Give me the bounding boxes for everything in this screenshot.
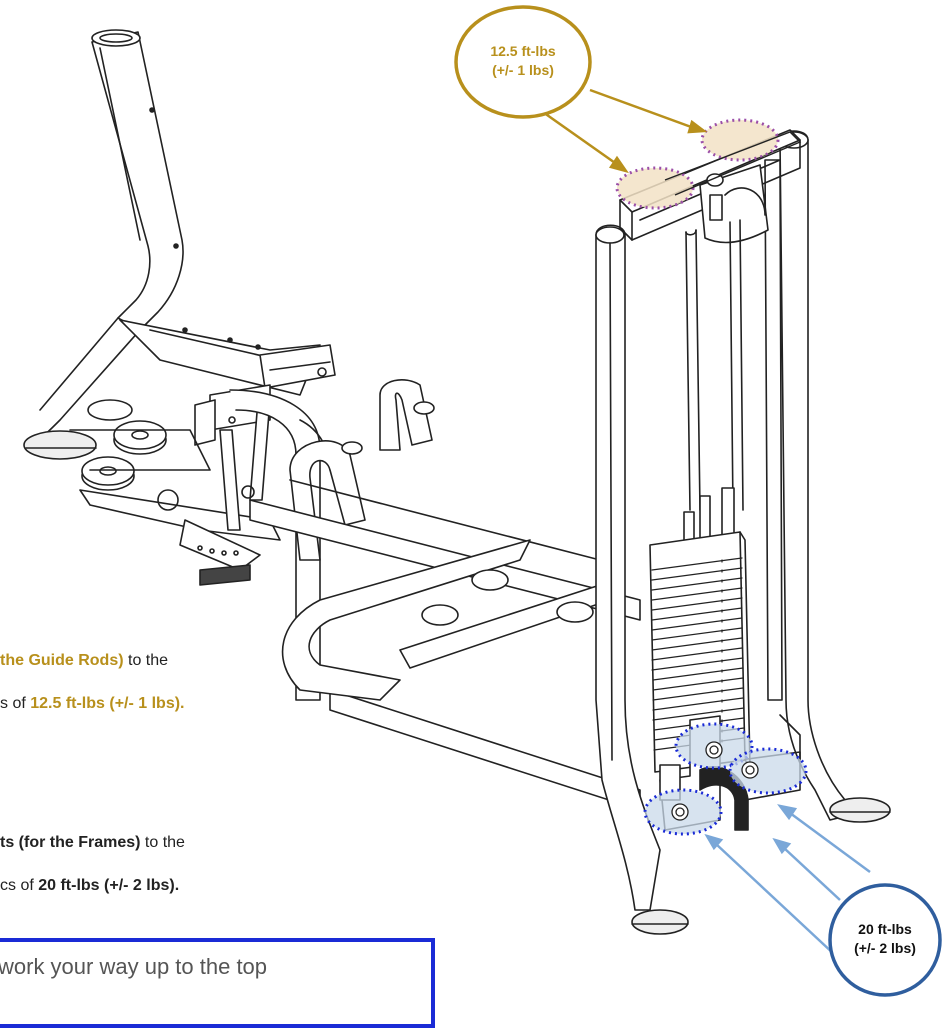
step2-torque-value: 20 ft-lbs (+/- 2 lbs). <box>38 877 180 894</box>
bottom-callout-line2: (+/- 2 lbs) <box>854 940 916 956</box>
left-upright-post <box>91 29 184 331</box>
note-box <box>0 938 435 1028</box>
top-callout-bubble <box>454 5 592 119</box>
step1-line2-prefix: s of <box>0 695 31 712</box>
bottom-callout-line1: 20 ft-lbs <box>858 921 912 937</box>
step1-highlight: the Guide Rods) <box>0 652 124 669</box>
left-pulleys <box>69 399 211 491</box>
top-callout-label: 12.5 ft-lbs (+/- 1 lbs) <box>470 42 576 80</box>
top-callout-line2: (+/- 1 lbs) <box>492 62 554 78</box>
guide-rods <box>685 219 744 511</box>
step1-line2: s of 12.5 ft-lbs (+/- 1 lbs). <box>0 695 185 713</box>
bottom-callout-bubble <box>828 883 942 997</box>
bottom-callout-arrows <box>704 804 871 956</box>
step2-line1-rest: to the <box>140 834 185 851</box>
tower-feet <box>631 797 891 935</box>
note-text: work your way up to the top <box>0 954 268 979</box>
seat-frame-curve <box>281 539 611 701</box>
step2-bold: ts (for the Frames) <box>0 834 141 851</box>
step2-line1: ts (for the Frames) to the <box>0 834 185 852</box>
step2-line2: cs of 20 ft-lbs (+/- 2 lbs). <box>0 877 179 895</box>
step2-line2-prefix: cs of <box>0 877 39 894</box>
tower-right-post <box>779 130 851 821</box>
machine-diagram <box>23 5 942 997</box>
bottom-torque-highlights <box>643 722 808 836</box>
left-foot <box>23 317 141 460</box>
tower-back-post <box>764 159 783 701</box>
top-torque-highlights <box>615 118 802 210</box>
bottom-callout-label: 20 ft-lbs (+/- 2 lbs) <box>832 920 938 958</box>
step1-line1-rest: to the <box>123 652 169 669</box>
top-callout-arrows <box>539 88 708 174</box>
top-callout-line1: 12.5 ft-lbs <box>490 43 556 59</box>
step1-line1: the Guide Rods) to the <box>0 652 168 670</box>
step1-torque-value: 12.5 ft-lbs (+/- 1 lbs). <box>30 695 185 712</box>
